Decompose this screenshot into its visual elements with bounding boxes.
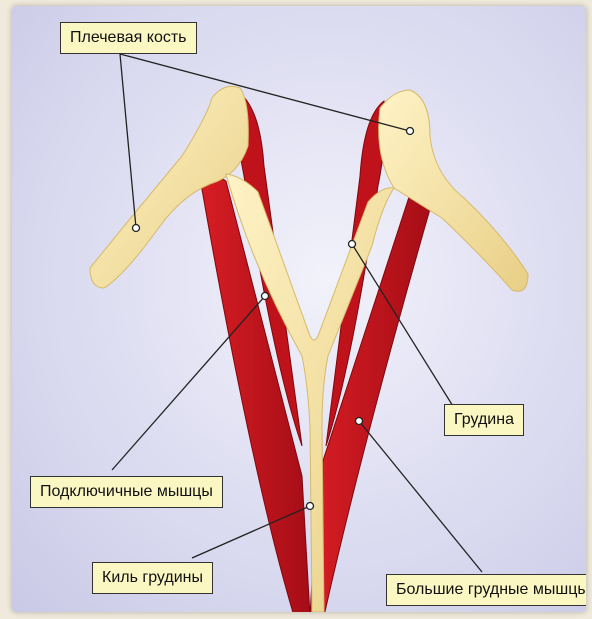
label-sternum: Грудина bbox=[444, 404, 524, 436]
label-keel: Киль грудины bbox=[92, 562, 213, 594]
label-pectoral-muscles: Большие грудные мышцы bbox=[386, 574, 586, 606]
label-subclavian-muscles: Подключичные мышцы bbox=[30, 476, 223, 508]
label-humerus: Плечевая кость bbox=[60, 22, 197, 54]
diagram-frame: Плечевая кость Грудина Подключичные мышц… bbox=[12, 6, 586, 612]
anatomy-illustration bbox=[12, 6, 586, 612]
right-pectoral-muscle bbox=[310, 190, 432, 612]
